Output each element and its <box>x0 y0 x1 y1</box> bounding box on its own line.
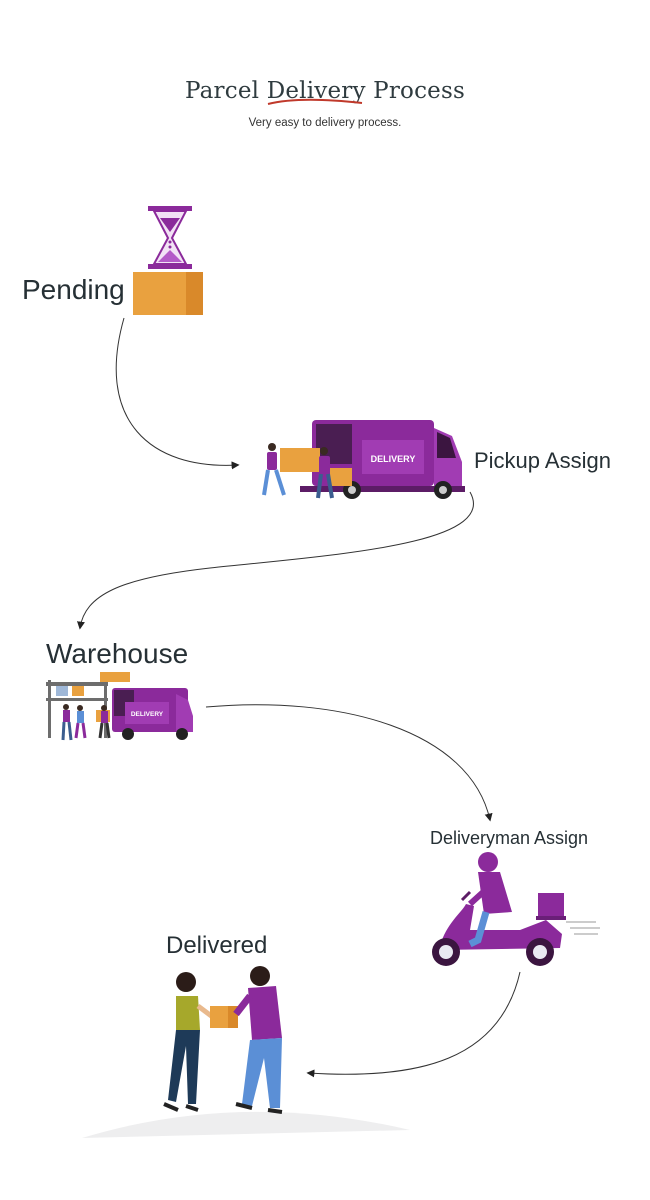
truck-label: DELIVERY <box>371 454 416 464</box>
step-label-pickup-assign: Pickup Assign <box>474 448 611 473</box>
connector-deliveryman-delivered <box>306 971 521 1078</box>
connector-warehouse-deliveryman <box>205 704 493 822</box>
page-subtitle: Very easy to delivery process. <box>248 117 402 129</box>
delivery-truck-loading-icon: DELIVERY <box>262 420 465 499</box>
scooter-rider-icon <box>432 852 600 966</box>
warehouse-truck-icon: DELIVERY <box>46 672 193 741</box>
step-label-pending: Pending <box>22 274 125 305</box>
parcel-handover-icon <box>82 966 410 1138</box>
warehouse-truck-label: DELIVERY <box>131 711 164 718</box>
title-underline <box>267 98 363 105</box>
connector-pickup-warehouse <box>77 491 474 630</box>
connector-pending-pickup <box>115 317 240 470</box>
step-label-delivered: Delivered <box>166 932 268 959</box>
hourglass-box-icon <box>133 206 203 315</box>
step-label-deliveryman-assign: Deliveryman Assign <box>430 828 589 848</box>
step-label-warehouse: Warehouse <box>46 638 189 669</box>
